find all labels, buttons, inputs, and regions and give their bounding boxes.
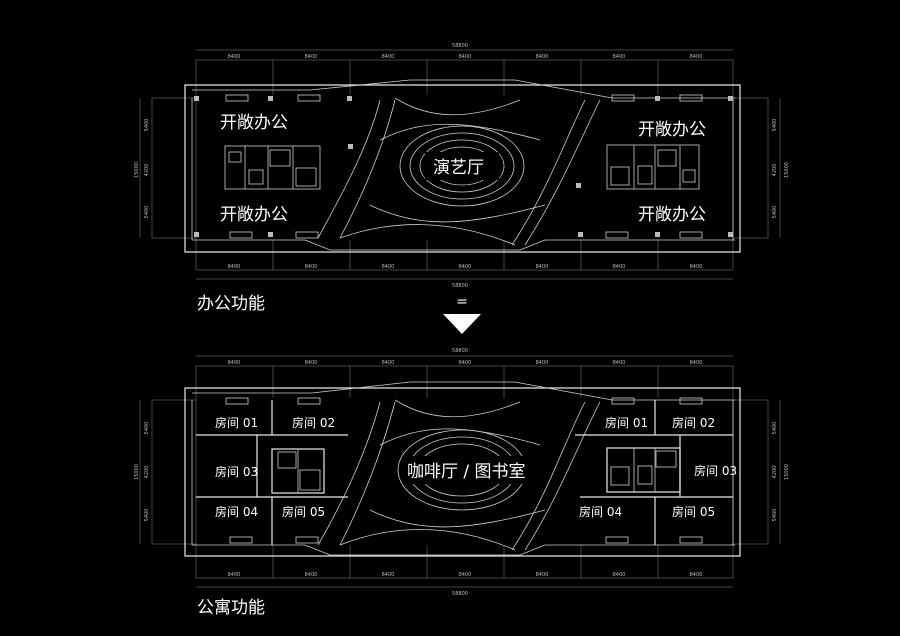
- svg-text:8400: 8400: [228, 360, 241, 366]
- svg-text:8400: 8400: [536, 360, 549, 366]
- svg-text:8400: 8400: [305, 264, 318, 270]
- svg-text:5400: 5400: [772, 206, 778, 219]
- svg-text:4200: 4200: [144, 164, 150, 177]
- apt-room-right-01: 房间 01: [605, 415, 648, 430]
- svg-text:5400: 5400: [772, 119, 778, 132]
- apt-room-right-05: 房间 05: [672, 504, 715, 519]
- room-label-open-office-3: 开敞办公: [220, 205, 288, 225]
- svg-text:8400: 8400: [305, 360, 318, 366]
- svg-text:8400: 8400: [228, 54, 241, 60]
- top-bay-dims: 8400 8400 8400 8400 8400 8400 8400: [228, 54, 703, 60]
- svg-text:8400: 8400: [690, 264, 703, 270]
- svg-text:8400: 8400: [613, 54, 626, 60]
- svg-text:8400: 8400: [613, 264, 626, 270]
- transition-arrow: =: [443, 294, 481, 334]
- svg-text:5400: 5400: [144, 119, 150, 132]
- apt-room-right-03: 房间 03: [694, 463, 737, 478]
- down-arrow-icon: [443, 314, 481, 334]
- svg-text:15000: 15000: [784, 162, 790, 178]
- svg-text:5400: 5400: [144, 422, 150, 435]
- svg-text:8400: 8400: [690, 360, 703, 366]
- svg-text:8400: 8400: [459, 264, 472, 270]
- svg-text:4200: 4200: [144, 466, 150, 479]
- equals-symbol: =: [456, 294, 468, 310]
- svg-text:5400: 5400: [772, 509, 778, 522]
- svg-text:8400: 8400: [459, 572, 472, 578]
- svg-text:15000: 15000: [134, 162, 140, 178]
- bottom-bay-dims: 8400 8400 8400 8400 8400 8400 8400: [228, 264, 703, 270]
- apt-room-right-02: 房间 02: [672, 415, 715, 430]
- svg-text:8400: 8400: [382, 54, 395, 60]
- apt-total-dim-top: 58800: [452, 348, 468, 354]
- svg-text:8400: 8400: [536, 572, 549, 578]
- svg-text:8400: 8400: [382, 264, 395, 270]
- office-function-caption: 办公功能: [197, 294, 265, 314]
- room-label-auditorium: 演艺厅: [433, 158, 484, 178]
- svg-text:8400: 8400: [382, 572, 395, 578]
- total-dim-bottom: 58800: [452, 283, 468, 289]
- svg-text:8400: 8400: [613, 360, 626, 366]
- svg-text:8400: 8400: [228, 572, 241, 578]
- room-label-open-office-2: 开敞办公: [638, 120, 706, 140]
- svg-text:8400: 8400: [690, 572, 703, 578]
- svg-text:8400: 8400: [613, 572, 626, 578]
- svg-text:8400: 8400: [305, 572, 318, 578]
- room-label-open-office-4: 开敞办公: [638, 205, 706, 225]
- apt-room-left-03: 房间 03: [215, 464, 258, 479]
- total-dim-top: 58800: [452, 43, 468, 49]
- svg-text:8400: 8400: [305, 54, 318, 60]
- apt-room-left-04: 房间 04: [215, 504, 258, 519]
- apt-room-left-05: 房间 05: [282, 504, 325, 519]
- svg-text:8400: 8400: [459, 54, 472, 60]
- apt-room-left-02: 房间 02: [292, 415, 335, 430]
- svg-text:8400: 8400: [536, 264, 549, 270]
- apartment-plan: 58800 8400 8400 8400 8400 8400 8400 8400…: [134, 348, 790, 597]
- apartment-function-caption: 公寓功能: [197, 598, 265, 618]
- apt-room-right-04: 房间 04: [579, 504, 622, 519]
- svg-text:5400: 5400: [772, 422, 778, 435]
- svg-text:15000: 15000: [134, 464, 140, 480]
- svg-text:8400: 8400: [459, 360, 472, 366]
- apt-top-bay-dims: 8400 8400 8400 8400 8400 8400 8400: [228, 360, 703, 366]
- apt-total-dim-bottom: 58800: [452, 591, 468, 597]
- apt-bottom-bay-dims: 8400 8400 8400 8400 8400 8400 8400: [228, 572, 703, 578]
- svg-text:5400: 5400: [144, 206, 150, 219]
- svg-text:8400: 8400: [690, 54, 703, 60]
- room-label-open-office-1: 开敞办公: [220, 113, 288, 133]
- svg-text:5400: 5400: [144, 509, 150, 522]
- svg-text:8400: 8400: [536, 54, 549, 60]
- svg-text:8400: 8400: [382, 360, 395, 366]
- svg-text:15000: 15000: [784, 464, 790, 480]
- room-label-cafe-library: 咖啡厅 / 图书室: [407, 462, 526, 482]
- office-plan: 58800 8400 8400 8400 8400 8400 8400 8400…: [134, 43, 790, 289]
- svg-text:8400: 8400: [228, 264, 241, 270]
- apt-room-left-01: 房间 01: [215, 415, 258, 430]
- svg-text:4200: 4200: [772, 466, 778, 479]
- svg-text:4200: 4200: [772, 164, 778, 177]
